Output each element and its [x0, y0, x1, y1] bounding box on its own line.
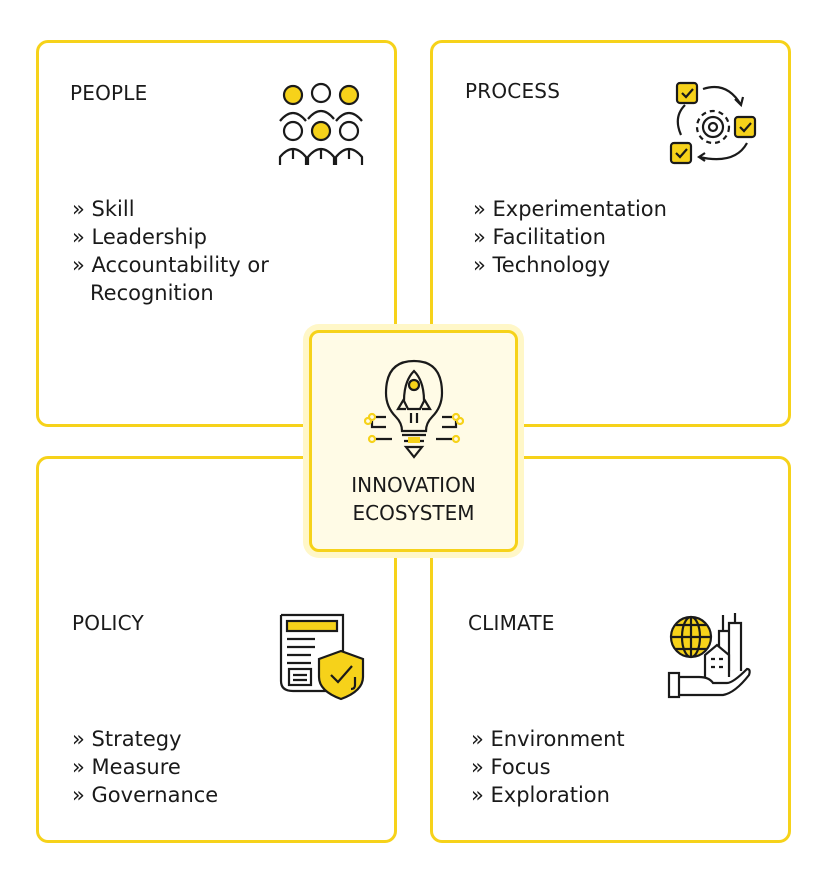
quadrant-title: CLIMATE: [468, 611, 555, 635]
list-item: Facilitation: [473, 223, 667, 251]
list-item: Environment: [471, 725, 625, 753]
people-group-icon: [278, 82, 364, 165]
globe-city-hand-icon: [667, 613, 751, 699]
list-item: Skill: [72, 195, 280, 223]
quadrant-people: PEOPLE Skill Leadership Accountability o…: [36, 40, 397, 427]
list-item: Measure: [72, 753, 218, 781]
item-list: Skill Leadership Accountability or Recog…: [72, 195, 280, 307]
list-item: Focus: [471, 753, 625, 781]
quadrant-title: POLICY: [72, 611, 144, 635]
item-list: Environment Focus Exploration: [471, 725, 625, 809]
center-node: INNOVATION ECOSYSTEM: [309, 330, 518, 552]
list-item: Experimentation: [473, 195, 667, 223]
list-item: Exploration: [471, 781, 625, 809]
process-cycle-gear-icon: [669, 81, 757, 165]
quadrant-climate: CLIMATE Environment Focus Exploration: [430, 456, 791, 843]
item-list: Strategy Measure Governance: [72, 725, 219, 809]
list-item: Accountability or Recognition: [72, 251, 280, 307]
item-list: Experimentation Facilitation Technology: [473, 195, 667, 279]
center-title-line: ECOSYSTEM: [352, 501, 475, 525]
quadrant-title: PROCESS: [465, 79, 561, 103]
center-title: INNOVATION ECOSYSTEM: [312, 471, 515, 527]
policy-document-shield-icon: [279, 613, 365, 701]
list-item: Technology: [473, 251, 667, 279]
quadrant-title: PEOPLE: [70, 81, 148, 105]
rocket-lightbulb-icon: [364, 359, 464, 459]
center-title-line: INNOVATION: [351, 473, 476, 497]
list-item: Governance: [72, 781, 219, 809]
list-item: Strategy: [72, 725, 218, 753]
list-item: Leadership: [72, 223, 280, 251]
